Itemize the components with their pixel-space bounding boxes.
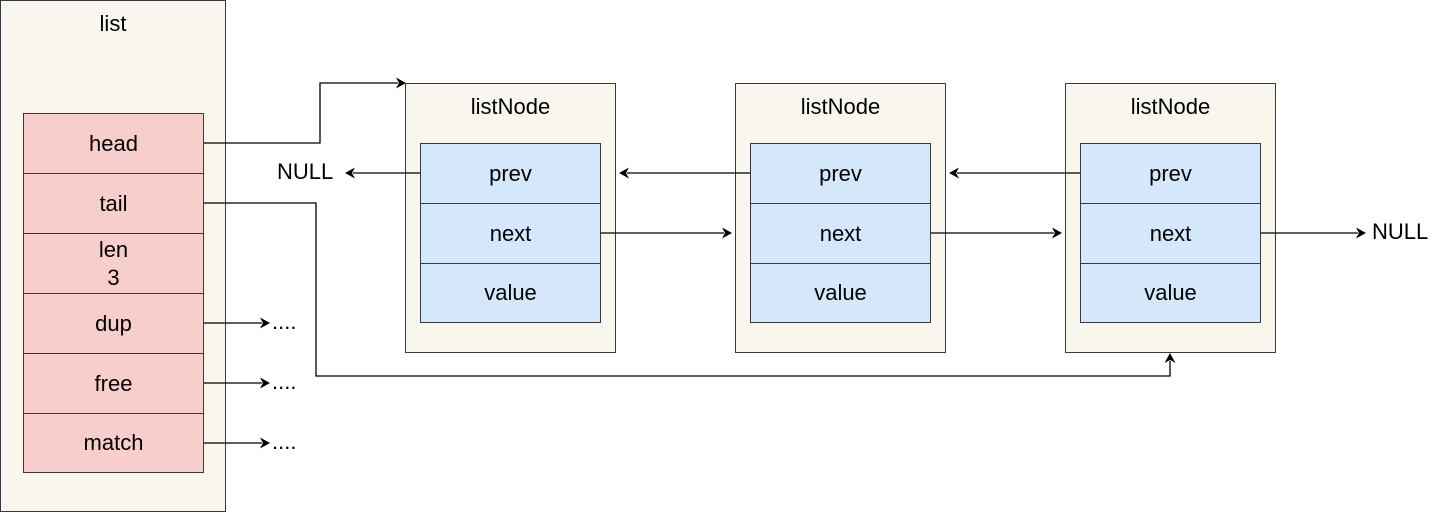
dup-ellipsis-label: .... bbox=[272, 309, 297, 334]
list-node-1-prev-label: prev bbox=[489, 160, 532, 186]
list-node-2-value-label: value bbox=[814, 280, 867, 305]
list-field-len-content: len 3 bbox=[99, 236, 128, 292]
list-field-match-label: match bbox=[83, 430, 144, 455]
tail-pointer-arrowhead bbox=[1164, 353, 1176, 363]
node1-next-arrowhead bbox=[722, 227, 732, 239]
list-node-2-prev: prev bbox=[750, 143, 931, 204]
list-node-2-next-label: next bbox=[819, 220, 862, 246]
dup-arrowhead bbox=[260, 317, 270, 329]
node3-prev-arrowhead bbox=[949, 167, 959, 179]
head-pointer-line bbox=[204, 82, 398, 144]
free-arrowhead bbox=[260, 377, 270, 389]
list-field-tail: tail bbox=[23, 173, 204, 234]
list-field-head: head bbox=[23, 113, 204, 174]
null-right-label: NULL bbox=[1372, 219, 1429, 244]
list-node-1-next-label: next bbox=[489, 220, 532, 246]
list-node-3-next-label: next bbox=[1149, 220, 1192, 246]
list-node-3-value-label: value bbox=[1144, 280, 1197, 305]
list-node-1-title: listNode bbox=[470, 94, 551, 119]
node1-prev-arrowhead bbox=[345, 167, 355, 179]
list-field-free: free bbox=[23, 353, 204, 414]
list-field-dup-label: dup bbox=[95, 310, 132, 336]
list-node-3-prev-label: prev bbox=[1149, 160, 1192, 186]
list-node-2-title: listNode bbox=[800, 94, 881, 119]
list-field-head-label: head bbox=[89, 130, 138, 156]
list-node-3-prev: prev bbox=[1080, 143, 1261, 204]
list-field-dup: dup bbox=[23, 293, 204, 354]
node3-next-arrowhead bbox=[1356, 227, 1366, 239]
list-node-3-title: listNode bbox=[1130, 94, 1211, 119]
node2-prev-arrowhead bbox=[619, 167, 629, 179]
null-left-label: NULL bbox=[277, 159, 334, 184]
free-ellipsis-label: .... bbox=[272, 369, 297, 394]
list-field-len-value: 3 bbox=[107, 264, 120, 290]
list-node-1-prev: prev bbox=[420, 143, 601, 204]
list-node-2-next: next bbox=[750, 203, 931, 264]
list-title: list bbox=[99, 11, 127, 36]
list-node-2-value: value bbox=[750, 263, 931, 323]
list-field-match: match bbox=[23, 413, 204, 473]
list-field-len: len 3 bbox=[23, 233, 204, 294]
node2-next-arrowhead bbox=[1052, 227, 1062, 239]
list-field-len-label: len bbox=[98, 236, 129, 262]
list-field-tail-label: tail bbox=[99, 190, 128, 216]
list-field-free-label: free bbox=[94, 370, 133, 396]
list-node-3-next: next bbox=[1080, 203, 1261, 264]
list-node-2-prev-label: prev bbox=[819, 160, 862, 186]
match-arrowhead bbox=[260, 437, 270, 449]
list-node-3-value: value bbox=[1080, 263, 1261, 323]
match-ellipsis-label: .... bbox=[272, 429, 297, 454]
list-node-1-value-label: value bbox=[484, 280, 537, 305]
list-node-1-next: next bbox=[420, 203, 601, 264]
tail-pointer-line bbox=[204, 202, 1171, 377]
list-node-1-value: value bbox=[420, 263, 601, 323]
